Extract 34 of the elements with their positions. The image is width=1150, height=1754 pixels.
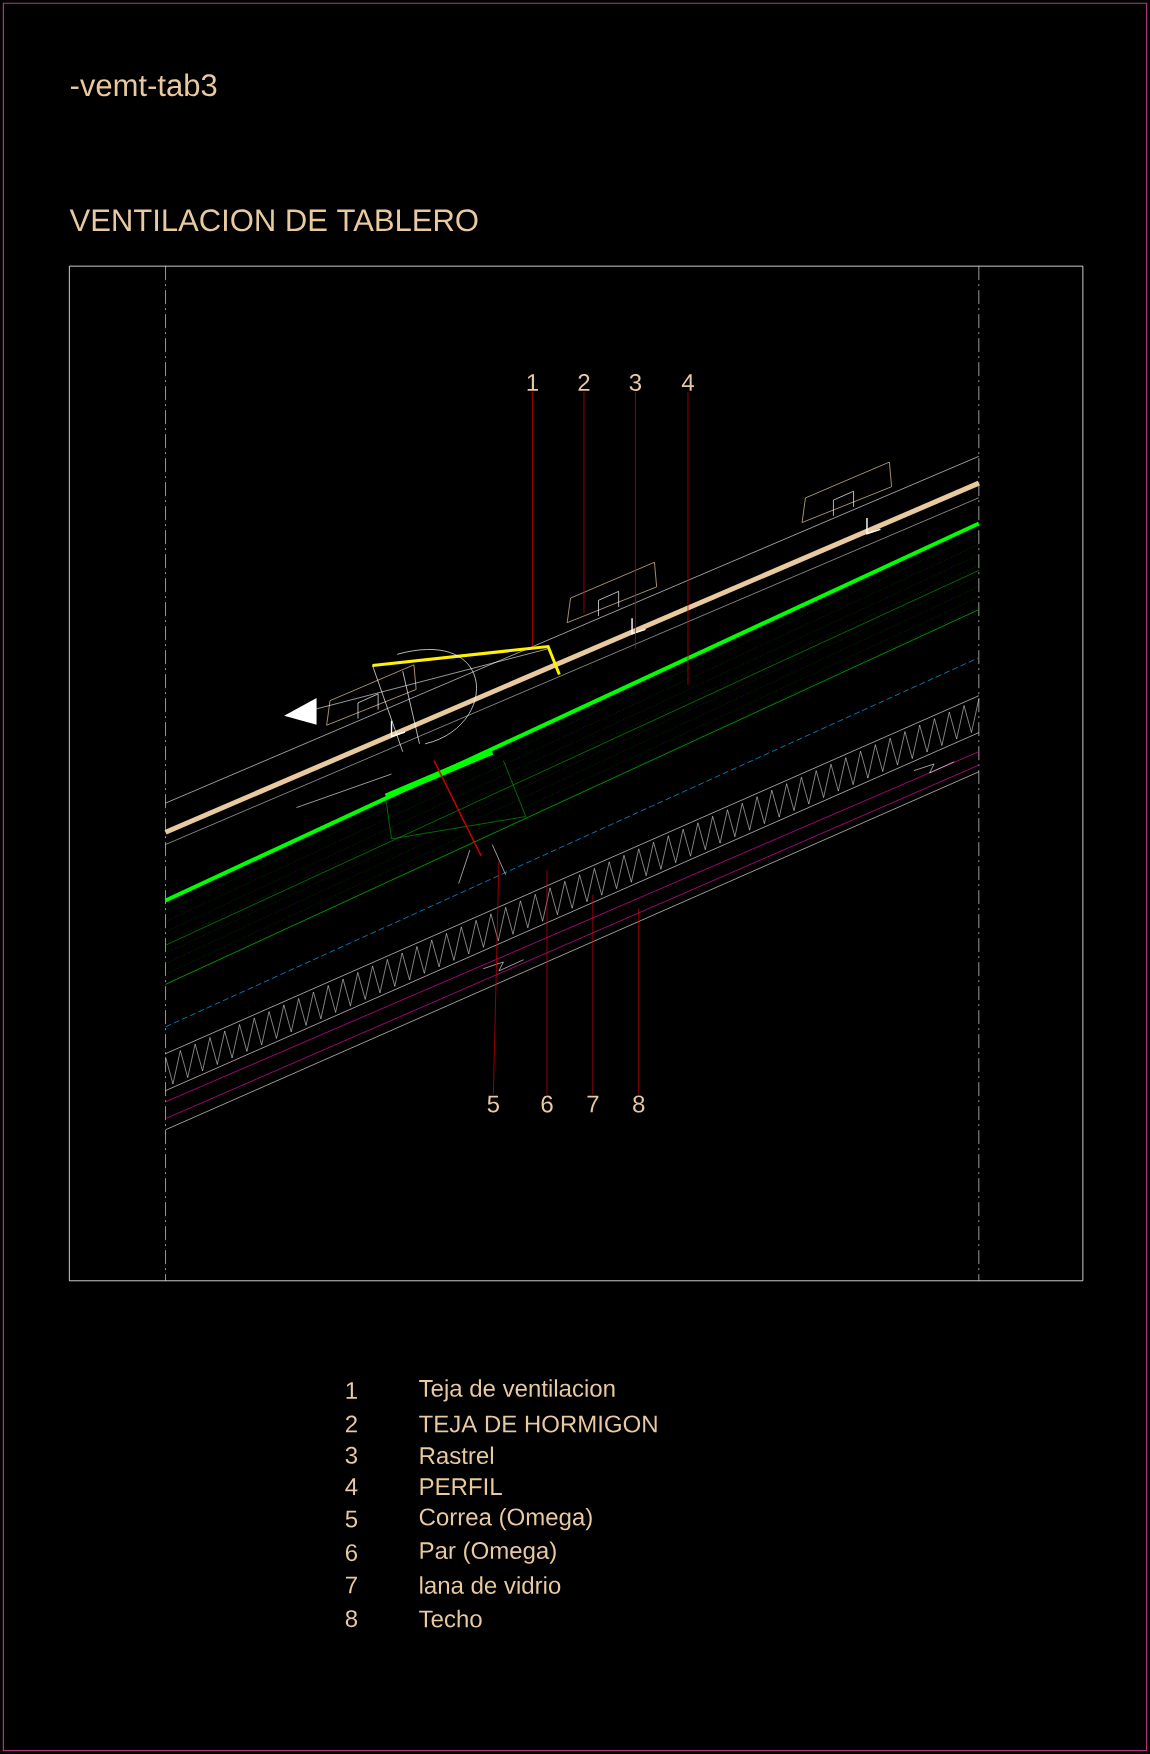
legend-number: 5 [345, 1510, 358, 1528]
leader-line [687, 391, 689, 685]
callout-number: 4 [681, 374, 694, 391]
leader-line [546, 869, 548, 1095]
legend-text: lana de vidrio [420, 1576, 561, 1594]
leader-line [493, 860, 500, 1095]
callout-number: 7 [587, 1095, 599, 1113]
callout-number: 3 [629, 374, 642, 391]
drawing-title: VENTILACION DE TABLERO [69, 209, 478, 232]
leader-line [592, 894, 594, 1095]
legend-text: TEJA DE HORMIGON [419, 1415, 657, 1433]
legend-text: Correa (Omega) [419, 1507, 592, 1531]
legend-number: 2 [345, 1415, 357, 1433]
leader-line [532, 391, 533, 647]
legend-text: PERFIL [420, 1478, 502, 1495]
callout-number: 2 [578, 374, 590, 391]
callout-number: 8 [633, 1095, 645, 1113]
callout-number: 6 [541, 1095, 553, 1113]
legend-number: 8 [345, 1610, 358, 1628]
legend-number: 7 [345, 1576, 357, 1594]
legend-text: Teja de ventilacion [419, 1379, 615, 1402]
legend-number: 3 [345, 1446, 358, 1464]
legend-number: 6 [345, 1544, 358, 1562]
legend-text: Techo [419, 1609, 482, 1628]
callout-number: 1 [527, 374, 538, 391]
leader-line [635, 391, 636, 650]
callout-number: 5 [487, 1095, 499, 1113]
legend-number: 4 [345, 1478, 358, 1495]
leader-line [638, 907, 640, 1095]
legend-text: Rastrel [420, 1446, 493, 1465]
legend-number: 1 [346, 1382, 357, 1399]
drawing-code: -vemt-tab3 [70, 73, 217, 97]
legend-text: Par (Omega) [420, 1541, 556, 1564]
leader-line [583, 391, 585, 614]
